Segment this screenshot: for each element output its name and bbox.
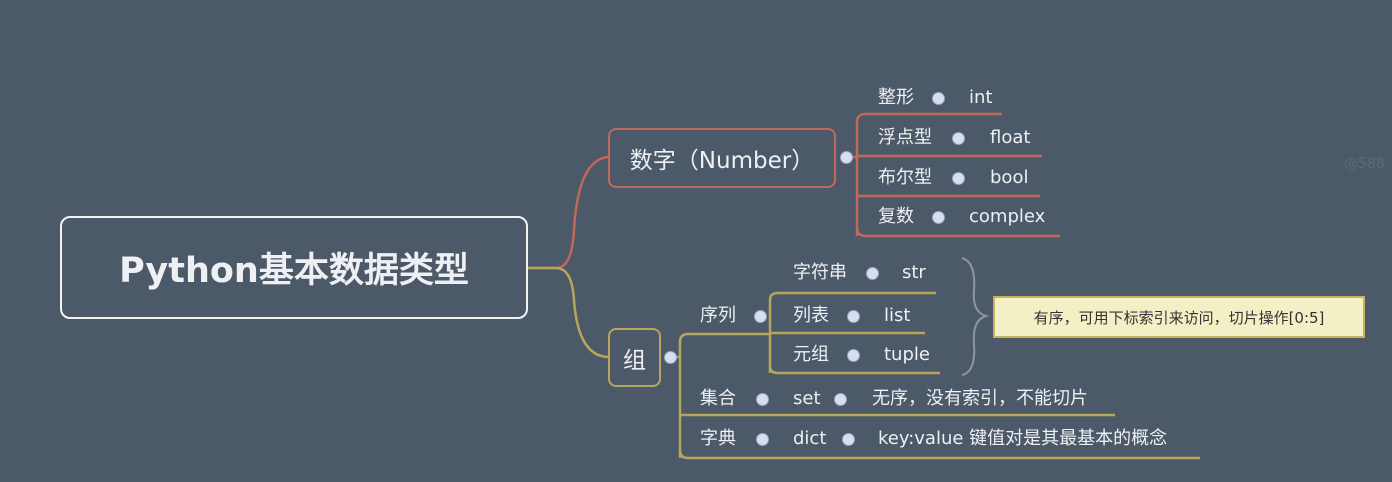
node-float[interactable]: float bbox=[990, 127, 1031, 148]
node-set-desc[interactable]: 无序，没有索引，不能切片 bbox=[872, 388, 1088, 409]
node-str-cn[interactable]: 字符串 bbox=[793, 262, 847, 283]
dot-icon bbox=[952, 132, 965, 145]
node-tuple[interactable]: tuple bbox=[884, 344, 930, 365]
sequence-note[interactable]: 有序，可用下标索引来访问，切片操作[0:5] bbox=[993, 296, 1365, 338]
node-complex-cn[interactable]: 复数 bbox=[878, 206, 914, 227]
dot-icon bbox=[932, 211, 945, 224]
node-tuple-cn[interactable]: 元组 bbox=[793, 344, 829, 365]
node-int[interactable]: int bbox=[969, 87, 993, 108]
node-set-cn[interactable]: 集合 bbox=[700, 388, 736, 409]
node-dict-desc[interactable]: key:value 键值对是其最基本的概念 bbox=[878, 428, 1168, 449]
node-list[interactable]: list bbox=[884, 305, 911, 326]
collapse-dot-icon[interactable] bbox=[664, 351, 677, 364]
group-node[interactable]: 组 bbox=[608, 328, 661, 387]
node-set[interactable]: set bbox=[793, 388, 821, 409]
collapse-dot-icon[interactable] bbox=[840, 151, 853, 164]
dot-icon bbox=[847, 310, 860, 323]
collapse-dot-icon[interactable] bbox=[756, 433, 769, 446]
node-int-cn[interactable]: 整形 bbox=[878, 87, 914, 108]
collapse-dot-icon[interactable] bbox=[754, 310, 767, 323]
node-bool-cn[interactable]: 布尔型 bbox=[878, 167, 932, 188]
brace bbox=[961, 257, 990, 376]
collapse-dot-icon[interactable] bbox=[842, 433, 855, 446]
collapse-dot-icon[interactable] bbox=[756, 393, 769, 406]
node-float-cn[interactable]: 浮点型 bbox=[878, 127, 932, 148]
dot-icon bbox=[952, 172, 965, 185]
node-list-cn[interactable]: 列表 bbox=[793, 305, 829, 326]
dot-icon bbox=[866, 267, 879, 280]
node-dict-cn[interactable]: 字典 bbox=[700, 428, 736, 449]
number-node[interactable]: 数字（Number） bbox=[608, 128, 836, 188]
node-complex[interactable]: complex bbox=[969, 206, 1046, 227]
node-str[interactable]: str bbox=[902, 262, 926, 283]
dot-icon bbox=[847, 349, 860, 362]
watermark: @588 bbox=[1344, 156, 1385, 172]
node-sequence[interactable]: 序列 bbox=[700, 305, 736, 326]
node-dict[interactable]: dict bbox=[793, 428, 827, 449]
node-bool[interactable]: bool bbox=[990, 167, 1029, 188]
root-node[interactable]: Python基本数据类型 bbox=[60, 216, 528, 319]
collapse-dot-icon[interactable] bbox=[834, 393, 847, 406]
dot-icon bbox=[932, 92, 945, 105]
